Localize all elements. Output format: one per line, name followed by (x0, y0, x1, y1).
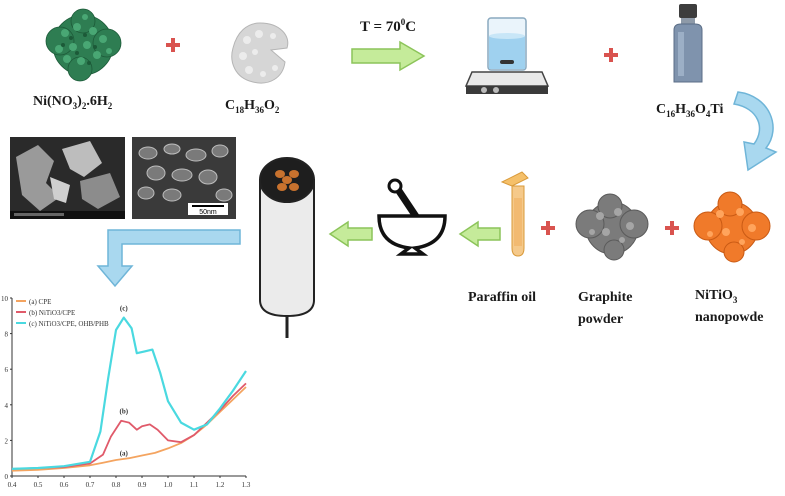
y-tick-label: 0 (5, 473, 9, 481)
arrow-left-2 (458, 220, 501, 248)
mortar-pestle-image (377, 178, 447, 256)
curve-annotation: (b) (120, 408, 129, 416)
arrow-down-to-chart (96, 229, 241, 288)
nitio3-label: NiTiO3 nanopowde (695, 288, 764, 326)
chart-legend: (a) CPE (b) NiTiO3/CPE (c) NiTiO3/CPE, OHB… (16, 298, 109, 328)
x-tick-label: 0.5 (34, 481, 43, 489)
paraffin-tube-image (500, 171, 529, 257)
sem-image-1 (10, 137, 125, 219)
arrow-right-top (351, 40, 426, 72)
x-tick-label: 0.9 (138, 481, 147, 489)
carbon-paste-electrode (259, 157, 315, 338)
sem-scale-label: 50nm (199, 209, 217, 216)
graphite-powder-image (575, 193, 649, 261)
nickel-nitrate-image (45, 8, 122, 82)
curve-annotation: (c) (120, 304, 128, 312)
tbot-label: C16H36O4Ti (656, 102, 724, 119)
y-tick-label: 4 (5, 402, 9, 410)
y-tick-label: 8 (5, 331, 9, 339)
curved-arrow (733, 91, 778, 172)
curve-annotation: (a) (120, 450, 129, 458)
chart-axes: 0 2 4 6 8 10 0.4 0.5 0.6 0.7 0.8 0.9 1.0 1.1 1.2 1.3 (1, 295, 251, 489)
nickel-nitrate-label: Ni(NO3)2.6H2 (33, 94, 113, 111)
plus-icon (166, 38, 180, 52)
x-tick-label: 0.4 (8, 481, 17, 489)
sem-image-2: 50nm (132, 137, 236, 219)
series-line-1 (11, 382, 247, 470)
y-tick-label: 2 (5, 437, 9, 445)
temperature-label: T = 700C (360, 17, 417, 35)
x-tick-label: 0.7 (86, 481, 95, 489)
hotplate-beaker-image (464, 17, 550, 94)
paraffin-label: Paraffin oil (468, 290, 537, 305)
legend-label: (b) NiTiO3/CPE (29, 309, 75, 317)
stearic-acid-image (231, 22, 289, 84)
plus-icon (665, 221, 679, 235)
x-tick-label: 1.1 (190, 481, 199, 489)
chart-annotations: (c) (b) (a) (120, 304, 129, 457)
series-line-0 (11, 386, 247, 472)
x-tick-label: 0.8 (112, 481, 121, 489)
y-tick-label: 10 (1, 295, 9, 303)
plus-icon (541, 221, 555, 235)
arrow-left-1 (328, 220, 373, 248)
nitio3-powder-image (693, 191, 771, 263)
tbot-bottle-image (673, 4, 703, 83)
stearic-acid-label: C18H36O2 (225, 98, 280, 115)
legend-label: (c) NiTiO3/CPE, OHB/PHB (29, 320, 109, 328)
x-tick-label: 1.2 (216, 481, 225, 489)
x-tick-label: 0.6 (60, 481, 69, 489)
series-line-2 (11, 316, 247, 470)
x-tick-label: 1.3 (242, 481, 251, 489)
x-tick-label: 1.0 (164, 481, 173, 489)
y-tick-label: 6 (5, 366, 9, 374)
legend-label: (a) CPE (29, 298, 51, 306)
chart-series (11, 316, 247, 472)
plus-icon (604, 48, 618, 62)
voltammogram-chart: 0 2 4 6 8 10 0.4 0.5 0.6 0.7 0.8 0.9 1.0 1.1 1.2 1.3 (a… (1, 295, 251, 489)
